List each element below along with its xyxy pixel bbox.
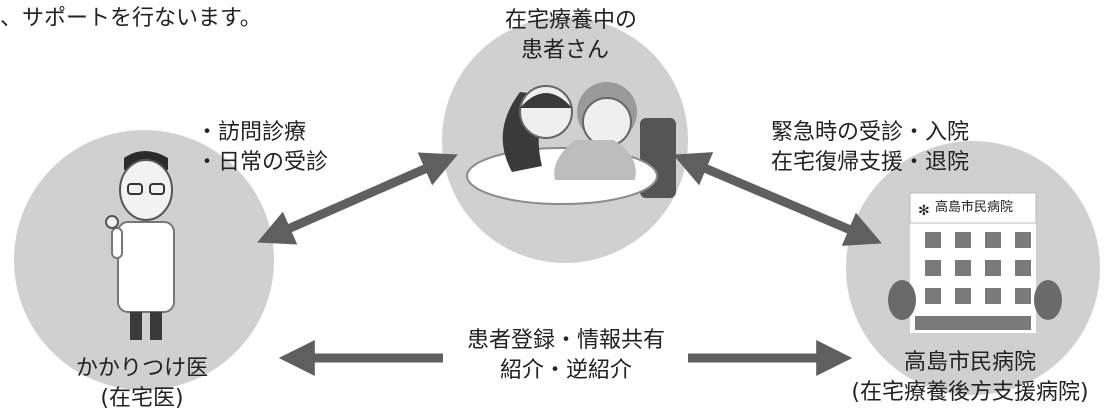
doctor-patient-arrow — [257, 152, 458, 245]
hospital-label-line1: 高島市民病院 — [903, 350, 1036, 375]
patient-label-line2: 患者さん — [520, 38, 609, 63]
doctor-patient-label: ・訪問診療 ・日常の受診 — [196, 118, 328, 178]
hospital-patient-label-line1: 緊急時の受診・入院 — [770, 120, 969, 145]
hospital-patient-arrow — [673, 152, 882, 246]
hospital-building: ✻ — [888, 192, 1062, 333]
doctor-hospital-label-line1: 患者登録・情報共有 — [466, 328, 665, 353]
doctor-illustration — [105, 151, 175, 340]
hospital-sign: 高島市民病院 — [935, 200, 1014, 215]
patient-illustration — [466, 82, 676, 205]
hospital-label-line2: (在宅療養後方支援病院) — [851, 380, 1089, 405]
doctor-label-line2: (在宅医) — [100, 386, 184, 411]
hospital-label: 高島市民病院 (在宅療養後方支援病院) — [838, 348, 1102, 408]
doctor-patient-label-line1: ・訪問診療 — [196, 120, 307, 145]
intro-fragment: 、サポートを行ないます。 — [0, 6, 262, 31]
doctor-hospital-label: 患者登録・情報共有 紹介・逆紹介 — [446, 326, 686, 386]
doctor-label: かかりつけ医 (在宅医) — [52, 354, 232, 414]
patient-label: 在宅療養中の 患者さん — [505, 6, 638, 66]
doctor-patient-label-line2: ・日常の受診 — [196, 150, 329, 175]
doctor-label-line1: かかりつけ医 — [75, 356, 209, 381]
doctor-hospital-label-line2: 紹介・逆紹介 — [499, 358, 632, 383]
hospital-logo-icon: ✻ — [918, 203, 930, 219]
patient-label-line1: 在宅療養中の — [505, 8, 638, 33]
hospital-patient-label: 緊急時の受診・入院 在宅復帰支援・退院 — [750, 118, 990, 178]
hospital-patient-label-line2: 在宅復帰支援・退院 — [770, 150, 969, 175]
patient-circle — [442, 17, 688, 263]
